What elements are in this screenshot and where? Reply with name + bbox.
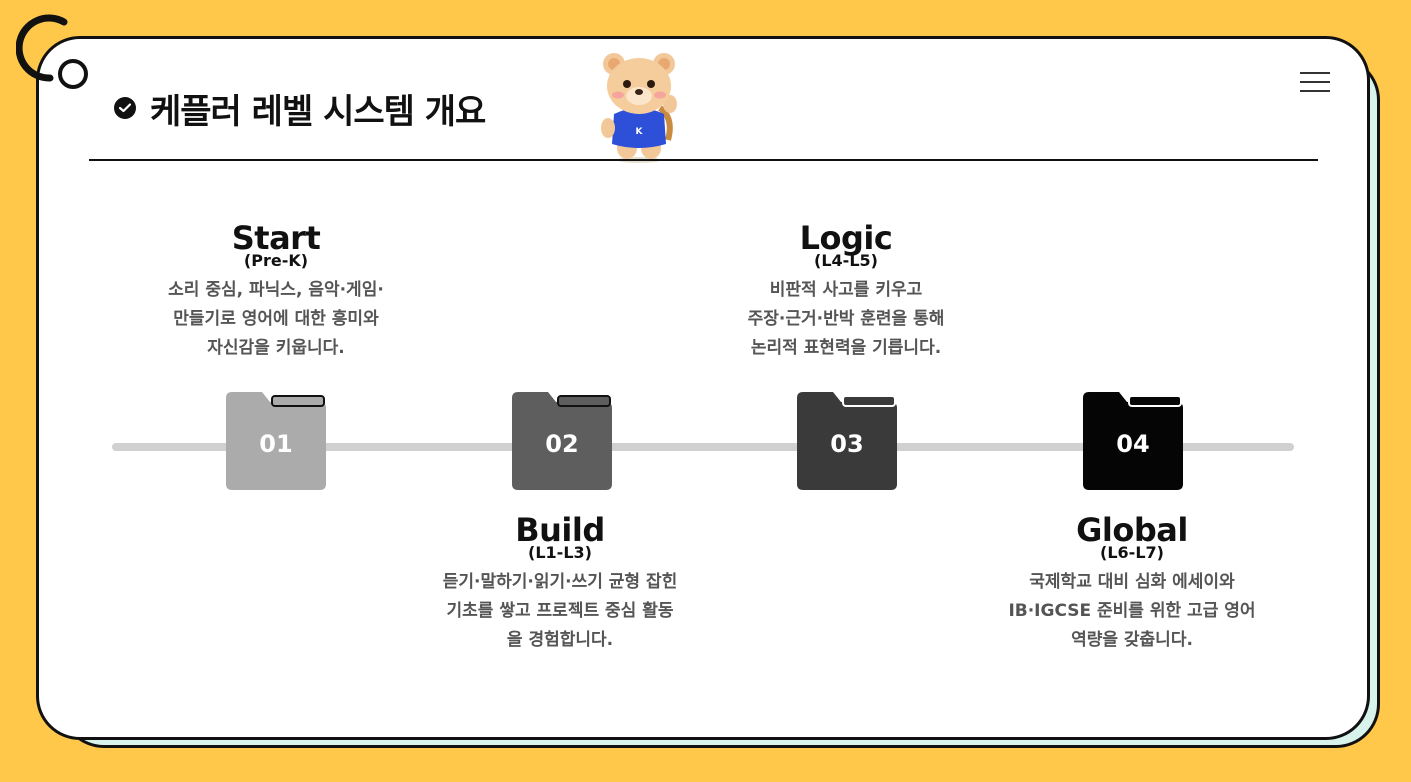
bear-mascot-icon: K — [601, 53, 677, 163]
stage-code: (L1-L3) — [528, 543, 592, 562]
stage-number: 02 — [545, 430, 579, 458]
stage-name: Logic — [799, 219, 893, 257]
menu-icon[interactable] — [1300, 72, 1330, 94]
content-card — [36, 36, 1370, 740]
stage-name: Global — [1076, 511, 1188, 549]
stage-number: 03 — [830, 430, 864, 458]
stage-start: Start (Pre-K) 소리 중심, 파닉스, 음악·게임· 만들기로 영어… — [116, 222, 436, 363]
binder-ring-icon — [16, 14, 88, 89]
stage-desc: 듣기·말하기·읽기·쓰기 균형 잡힌 기초를 쌓고 프로젝트 중심 활동 을 경… — [442, 572, 678, 650]
stage-code: (L6-L7) — [1100, 543, 1164, 562]
stage-desc: 국제학교 대비 심화 에세이와 IB·IGCSE 준비를 위한 고급 영어 역량… — [1008, 572, 1256, 650]
stage-global: Global (L6-L7) 국제학교 대비 심화 에세이와 IB·IGCSE … — [952, 514, 1312, 655]
folder-icon[interactable]: 04 — [1083, 392, 1183, 490]
stage-name: Start — [231, 219, 321, 257]
header-divider — [89, 159, 1318, 161]
title-row: 케플러 레벨 시스템 개요 — [114, 78, 486, 138]
folder-icon[interactable]: 01 — [226, 392, 326, 490]
stage-code: (L4-L5) — [814, 251, 878, 270]
stage-desc: 소리 중심, 파닉스, 음악·게임· 만들기로 영어에 대한 흥미와 자신감을 … — [168, 280, 384, 358]
stage-build: Build (L1-L3) 듣기·말하기·읽기·쓰기 균형 잡힌 기초를 쌓고 … — [380, 514, 740, 655]
stage-number: 01 — [259, 430, 293, 458]
check-circle-icon — [114, 97, 136, 119]
stage-number: 04 — [1116, 430, 1150, 458]
svg-text:K: K — [636, 127, 644, 137]
stage-code: (Pre-K) — [243, 251, 309, 270]
stage-desc: 비판적 사고를 키우고 주장·근거·반박 훈련을 통해 논리적 표현력을 기릅니… — [747, 280, 945, 358]
stage-name: Build — [515, 511, 605, 549]
page-title: 케플러 레벨 시스템 개요 — [150, 91, 486, 132]
timeline-bar — [112, 443, 1294, 451]
folder-icon[interactable]: 03 — [797, 392, 897, 490]
stage-logic: Logic (L4-L5) 비판적 사고를 키우고 주장·근거·반박 훈련을 통… — [666, 222, 1026, 363]
folder-icon[interactable]: 02 — [512, 392, 612, 490]
